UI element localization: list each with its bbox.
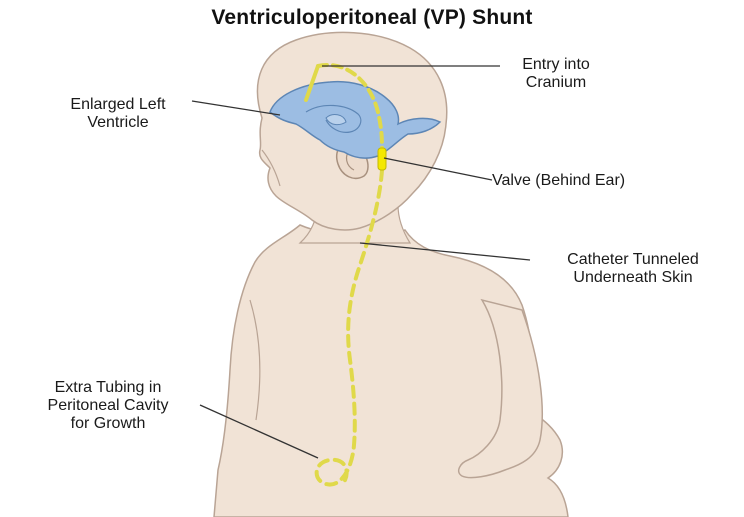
valve xyxy=(378,148,386,170)
label-enlarged-ventricle: Enlarged Left Ventricle xyxy=(18,96,218,132)
label-entry-cranium: Entry into Cranium xyxy=(498,56,614,92)
label-extra-tubing: Extra Tubing in Peritoneal Cavity for Gr… xyxy=(8,379,208,433)
label-catheter: Catheter Tunneled Underneath Skin xyxy=(528,251,738,287)
label-valve: Valve (Behind Ear) xyxy=(492,172,732,190)
